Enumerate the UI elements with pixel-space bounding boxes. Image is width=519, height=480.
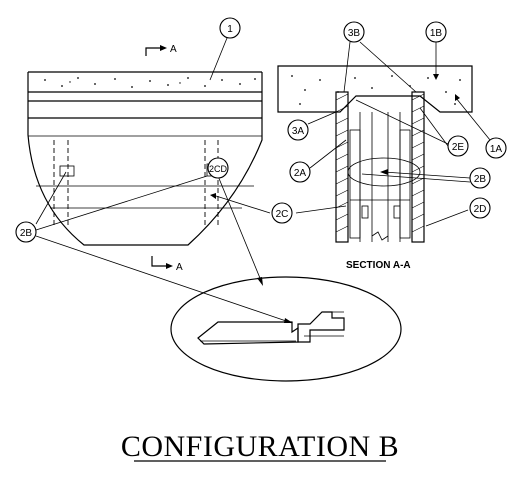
svg-text:2B: 2B	[474, 174, 487, 185]
callout-2c: 2C	[271, 202, 293, 224]
svg-text:2E: 2E	[452, 142, 465, 153]
callout-1: 1	[219, 17, 241, 39]
callout-2a: 2A	[289, 161, 311, 183]
detail-view	[170, 276, 402, 382]
svg-text:2C: 2C	[276, 209, 289, 220]
svg-text:2A: 2A	[294, 168, 307, 179]
callout-3a: 3A	[287, 119, 309, 141]
callout-1b: 1B	[425, 21, 447, 43]
callout-1a: 1A	[485, 137, 507, 159]
section-marker-top-label: A	[170, 44, 177, 55]
callout-2d: 2D	[469, 197, 491, 219]
section-a-a-view: SECTION A-A	[277, 65, 473, 271]
section-marker-top: A	[145, 44, 177, 56]
svg-text:1: 1	[227, 24, 233, 35]
callout-2e: 2E	[447, 135, 469, 157]
callout-2cd: 2CD	[207, 157, 229, 179]
left-elevation-view	[27, 71, 263, 246]
callout-2b-left: 2B	[15, 221, 37, 243]
section-marker-bottom-label: A	[176, 262, 183, 273]
svg-text:1A: 1A	[490, 144, 503, 155]
right-column-hatch	[411, 93, 425, 233]
caption-text: CONFIGURATION B	[121, 430, 399, 463]
slab-stipple-left	[44, 77, 256, 88]
svg-text:3A: 3A	[292, 126, 305, 137]
callout-3b: 3B	[343, 21, 365, 43]
section-marker-bottom: A	[151, 256, 183, 273]
callout-2b-right: 2B	[469, 167, 491, 189]
svg-text:2B: 2B	[20, 228, 33, 239]
caption: CONFIGURATION B	[121, 430, 399, 463]
svg-text:1B: 1B	[430, 28, 443, 39]
section-title: SECTION A-A	[346, 260, 411, 271]
left-column-hatch	[335, 93, 349, 233]
slab-stipple-right	[291, 75, 461, 105]
leader-lines	[35, 37, 491, 324]
svg-text:2CD: 2CD	[209, 164, 228, 174]
svg-text:3B: 3B	[348, 28, 361, 39]
svg-text:2D: 2D	[474, 204, 487, 215]
